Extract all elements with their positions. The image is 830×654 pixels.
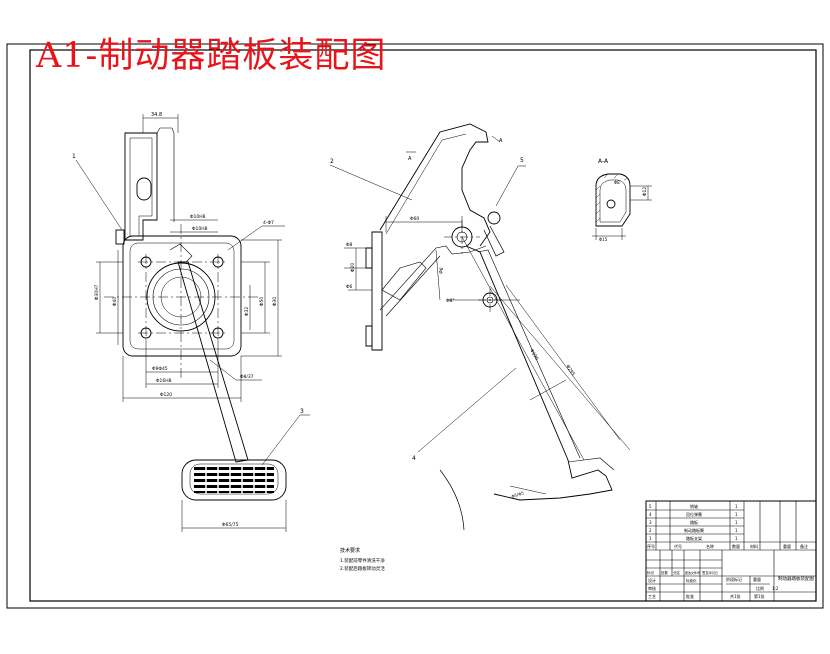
approver-label: 批准 (686, 593, 694, 599)
craft-label: 工艺 (648, 594, 656, 599)
dim-hole-pitch-a: Φ10H8 (190, 214, 206, 220)
balloon-4: 4 (412, 455, 416, 462)
scale-label: 比例 (756, 585, 764, 591)
bom-header-qty: 数量 (732, 543, 740, 549)
tech-notes-line1: 1.装配前零件清洗干净 (340, 557, 385, 564)
front-centerlines (104, 224, 260, 380)
dim-left-overall: Φ40 (112, 297, 118, 306)
bom-header-note: 备注 (800, 543, 808, 549)
bom-name: 销轴 (690, 503, 698, 509)
inner-border (29, 49, 817, 602)
bom-name: 制动踏板臂 (684, 527, 704, 533)
balloon-3: 3 (300, 408, 304, 415)
side-centerlines (444, 220, 502, 312)
role-sign: 签名 (702, 570, 709, 575)
scale-value: 1:2 (772, 586, 779, 591)
title-block-lines (645, 500, 817, 602)
dim-side-angle: Φ8° (446, 298, 455, 304)
sheet-total: 共1张 (730, 593, 741, 599)
bom-qty: 1 (735, 536, 738, 541)
dim-side-a: Φ8 (346, 242, 353, 248)
dim-bottom-overall: Φ120 (160, 392, 172, 398)
bom-qty: 1 (735, 512, 738, 517)
balloon-5: 5 (520, 157, 524, 164)
bom-num: 1 (649, 536, 652, 541)
role-mark: 标记 (647, 570, 655, 575)
dim-arm-pedal-note: Φ5/Φ5 (511, 490, 525, 499)
dim-left-height: Φ30H7 (94, 284, 100, 300)
sheet-number: 第1张 (754, 593, 765, 599)
dim-bottom-a: Φ16H8 (156, 378, 172, 384)
dim-hole-pattern: 4-Φ7 (263, 220, 274, 226)
title-block-drawing-name: 制动器踏板装配图 (778, 575, 814, 582)
dim-mid-height: Φ32 (244, 307, 250, 316)
standard-label: 标准化 (686, 578, 697, 583)
pedal-tread-gaps (205, 466, 267, 494)
dim-right-overall: Φ30 (272, 297, 278, 306)
bom-header-name: 名称 (706, 543, 714, 549)
front-dimensions (75, 114, 310, 532)
designer-label: 设计 (648, 577, 656, 583)
dim-top-width: 34.8 (151, 112, 162, 118)
section-view (592, 173, 652, 240)
bom-num: 5 (649, 504, 652, 509)
dim-right-height: Φ50 (259, 297, 265, 306)
dim-pedal-width: Φ65/75 (222, 522, 239, 528)
dim-arm-mid: Φ190 (528, 348, 539, 362)
outer-border (6, 43, 824, 609)
dim-sec-width: Φ8 (614, 180, 620, 185)
bom-header-num: 序号 (647, 543, 655, 549)
dim-sec-height: Φ12 (642, 187, 648, 196)
dim-chain: Φ8/37 (240, 374, 254, 380)
tech-notes-heading: 技术要求 (340, 547, 360, 554)
role-zone: 分区 (673, 570, 681, 575)
dim-side-slot: Φ6 (438, 267, 445, 274)
bom-name: 踏板支架 (686, 535, 702, 541)
bom-qty: 1 (735, 504, 738, 509)
bom-name: 踏板 (690, 519, 698, 525)
dim-arm-length: Φ295 (564, 364, 576, 377)
checker-label: 审核 (648, 585, 656, 591)
dim-side-c: Φ6 (346, 284, 353, 290)
tech-notes-line2: 2.装配后踏板转动灵活 (340, 565, 385, 572)
side-dimensions (329, 135, 631, 495)
bom-header-mat: 材料 (750, 543, 758, 549)
weight-label: 重量 (753, 576, 761, 582)
role-change: 更改文件号 (685, 570, 700, 575)
stage-label: 阶段标记 (726, 576, 742, 582)
dim-side-top: Φ60 (410, 216, 419, 222)
bom-num: 4 (649, 512, 652, 517)
bom-qty: 1 (735, 528, 738, 533)
dim-hole-pitch-b: Φ10H8 (192, 226, 208, 232)
bom-name: 回位弹簧 (686, 511, 702, 517)
dim-bore-dia: Φ9Φ45 (152, 366, 168, 372)
section-mark-1: A (408, 156, 412, 162)
dim-side-b: Φ20 (350, 263, 356, 272)
section-label: A-A (598, 158, 609, 165)
section-mark-2: A (499, 138, 503, 144)
bom-qty: 1 (735, 520, 738, 525)
pedal-tread (194, 467, 274, 493)
dim-sec-bottom: Φ15 (599, 237, 608, 242)
section-hatch (595, 173, 629, 223)
bom-num: 2 (649, 528, 652, 533)
bom-header-code: 代号 (674, 543, 682, 549)
balloon-1: 1 (72, 153, 76, 160)
role-count: 处数 (661, 570, 669, 575)
balloon-2: 2 (330, 158, 334, 165)
bom-header-wt: 重量 (783, 543, 791, 549)
role-date: 年月日 (709, 570, 718, 575)
drawing-title: A1-制动器踏板装配图 (36, 36, 387, 76)
bom-num: 3 (649, 520, 652, 525)
